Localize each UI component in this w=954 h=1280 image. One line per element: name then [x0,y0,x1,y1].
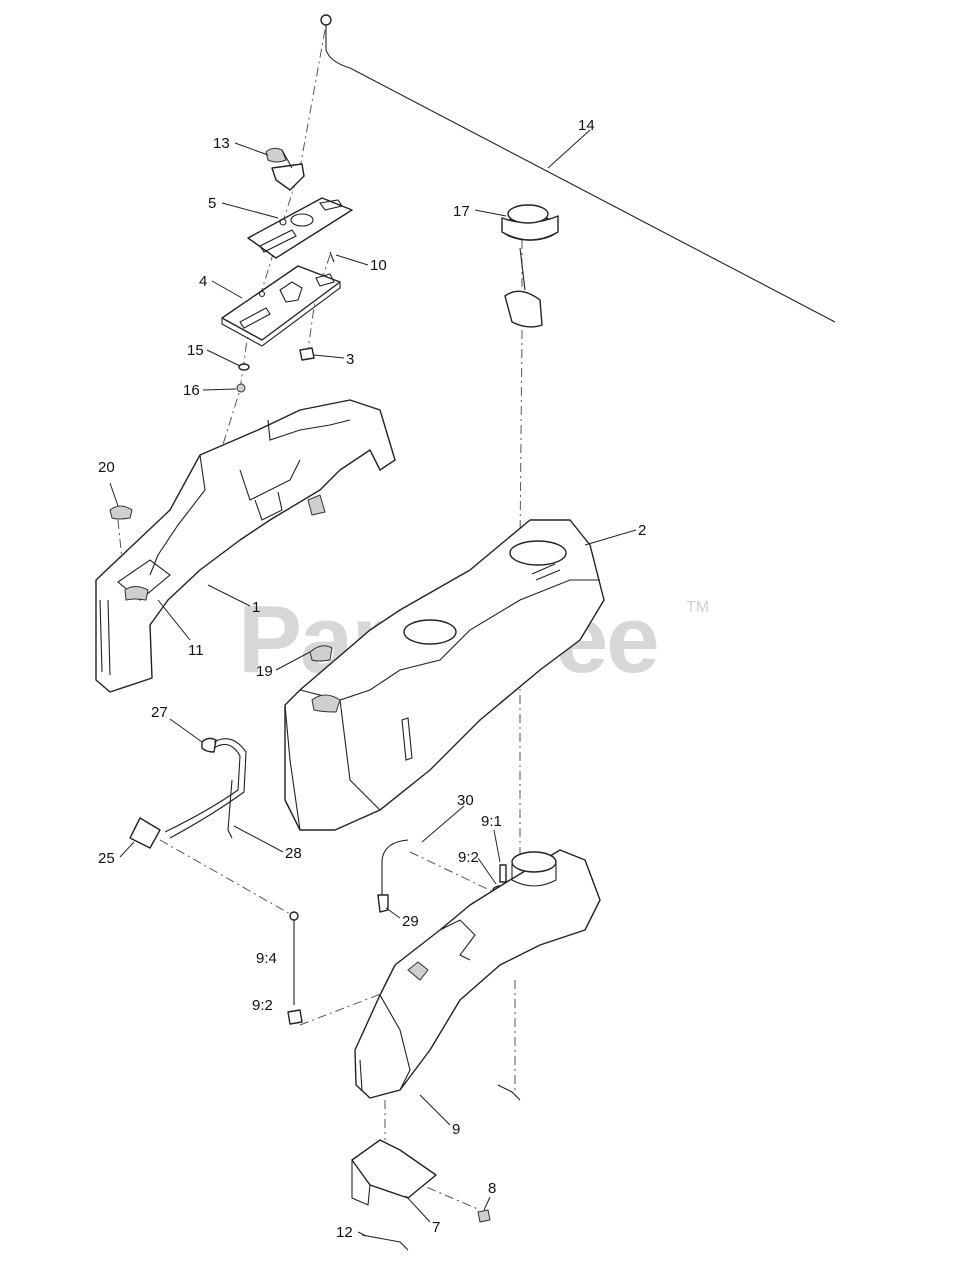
part-5-plate [247,197,353,259]
leader-lines [109,129,637,1237]
part-small-clip [497,1084,521,1101]
callout-9-4[interactable]: 9:4 [256,950,277,967]
callout-16[interactable]: 16 [183,382,200,399]
part-3-clip [299,347,315,361]
callout-9[interactable]: 9 [452,1121,460,1138]
callout-9-1[interactable]: 9:1 [481,813,502,830]
part-20-plug [109,505,133,520]
part-17-fuel-cap [501,204,559,328]
part-13-knob [265,147,305,191]
watermark-trademark: TM [686,599,709,616]
callout-1[interactable]: 1 [252,599,260,616]
callout-12[interactable]: 12 [336,1224,353,1241]
part-15-washer [238,363,250,371]
callout-3[interactable]: 3 [346,351,354,368]
part-4-plate [221,265,341,347]
callout-9-2-lower[interactable]: 9:2 [252,997,273,1014]
callout-17[interactable]: 17 [453,203,470,220]
callout-10[interactable]: 10 [370,257,387,274]
callout-2[interactable]: 2 [638,522,646,539]
part-12-clip [361,1234,409,1251]
callout-20[interactable]: 20 [98,459,115,476]
callout-25[interactable]: 25 [98,850,115,867]
callout-13[interactable]: 13 [213,135,230,152]
callout-29[interactable]: 29 [402,913,419,930]
part-2-right-console [284,519,605,831]
part-10-wire [329,251,335,263]
callouts: 13 5 4 10 3 15 16 17 14 2 1 11 20 19 27 … [98,117,646,1241]
callout-5[interactable]: 5 [208,195,216,212]
callout-19[interactable]: 19 [256,663,273,680]
callout-30[interactable]: 30 [457,792,474,809]
part-8-nut [477,1209,491,1223]
part-16-nut [236,383,246,393]
callout-15[interactable]: 15 [187,342,204,359]
callout-7[interactable]: 7 [432,1219,440,1236]
part-30-29-fitting [377,839,409,913]
callout-9-2-upper[interactable]: 9:2 [458,849,479,866]
part-1-left-console [95,399,396,693]
part-27-25-28-hose [129,737,247,849]
callout-28[interactable]: 28 [285,845,302,862]
callout-14[interactable]: 14 [578,117,595,134]
part-9-4-fuel-line [287,911,303,1025]
callout-8[interactable]: 8 [488,1180,496,1197]
part-7-bracket [351,1139,437,1206]
part-14-cable [320,14,836,323]
part-9-fuel-tank [354,849,601,1099]
callout-27[interactable]: 27 [151,704,168,721]
callout-4[interactable]: 4 [199,273,207,290]
callout-11[interactable]: 11 [188,642,204,659]
